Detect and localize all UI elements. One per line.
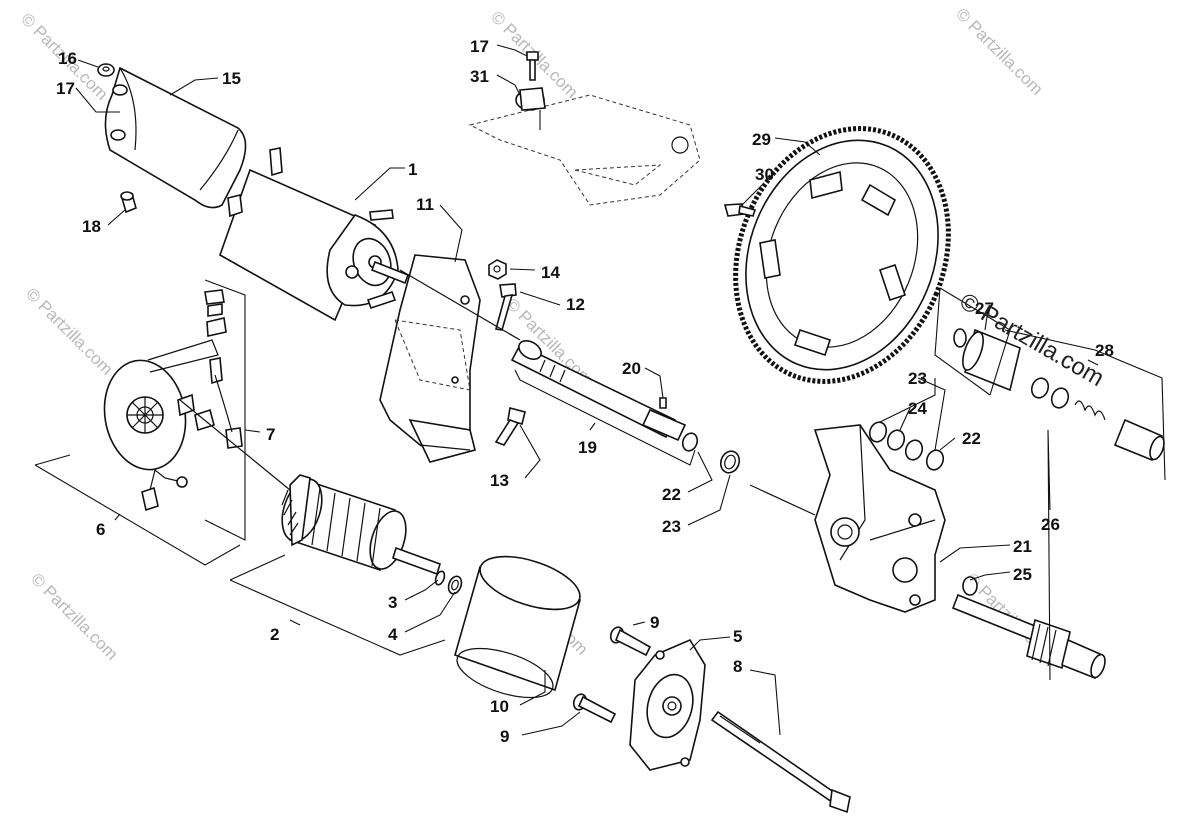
part-11-mount-bracket [379, 254, 481, 463]
callout-7: 7 [266, 425, 275, 444]
callout-28: 28 [1095, 341, 1114, 360]
part-9-screw-upper [609, 626, 652, 657]
callout-20: 20 [622, 359, 641, 378]
callout-25: 25 [1013, 565, 1032, 584]
watermark: © Partzilla.com [27, 569, 121, 663]
callout-4: 4 [388, 625, 398, 644]
callout-15: 15 [222, 69, 241, 88]
part-18-spacer [120, 191, 137, 214]
callout-27: 27 [975, 299, 994, 318]
callout-23-right: 23 [908, 369, 927, 388]
part-28-clutch-assembly [1030, 377, 1165, 462]
part-15-cover [104, 66, 247, 209]
part-8-through-bolt [710, 710, 851, 814]
callout-10: 10 [490, 697, 509, 716]
callout-12: 12 [566, 295, 585, 314]
callout-9-upper: 9 [650, 613, 659, 632]
part-23-ring-right-b [904, 439, 924, 461]
callout-6: 6 [96, 520, 105, 539]
callout-31: 31 [470, 67, 489, 86]
callout-11: 11 [416, 195, 434, 214]
part-27-pinion-gear [953, 328, 1021, 392]
part-17-screw-top [526, 51, 539, 81]
callout-30: 30 [755, 165, 774, 184]
callout-9-lower: 9 [500, 727, 509, 746]
watermark: © Partzilla.com [22, 284, 116, 378]
part-24-ring [886, 429, 906, 451]
callout-24: 24 [908, 399, 927, 418]
part-22-ring-right [925, 449, 945, 471]
callout-8: 8 [733, 657, 742, 676]
part-26-pinion-shaft [951, 593, 1106, 680]
leader-lines [34, 44, 1166, 736]
part-19-shaft [510, 340, 687, 442]
callout-19: 19 [578, 438, 597, 457]
mounting-plate [468, 94, 701, 206]
callout-5: 5 [733, 627, 742, 646]
part-30-screw [723, 203, 757, 217]
part-23-ring-left [719, 450, 741, 474]
part-29-ring-gear [733, 126, 951, 384]
part-7-brush-holder [103, 289, 243, 512]
part-2-armature [281, 474, 441, 576]
callout-16: 16 [58, 49, 77, 68]
callout-22-right: 22 [962, 429, 981, 448]
callout-17-top: 17 [470, 37, 489, 56]
part-31-clamp [515, 87, 546, 111]
callouts: 16 17 15 18 1 11 14 12 7 6 13 19 20 22 2… [56, 37, 1114, 746]
callout-2: 2 [270, 625, 279, 644]
callout-21: 21 [1013, 537, 1032, 556]
callout-18: 18 [82, 217, 101, 236]
watermark: © Partzilla.com [952, 4, 1046, 98]
part-3-washer [434, 570, 446, 586]
callout-23-lower: 23 [662, 517, 681, 536]
part-25-spring [962, 576, 978, 596]
part-21-drive-housing [813, 424, 946, 613]
part-20-pin [659, 397, 667, 409]
callout-29: 29 [752, 130, 771, 149]
part-10-yoke [454, 555, 581, 699]
part-16-nut [97, 63, 115, 77]
callout-17: 17 [56, 79, 75, 98]
part-13-bolt [494, 407, 526, 446]
callout-13: 13 [490, 471, 509, 490]
callout-14: 14 [541, 263, 560, 282]
part-14-nut [488, 259, 507, 280]
part-22-ring-left [681, 432, 699, 452]
callout-1: 1 [408, 160, 417, 179]
part-4-washer [447, 575, 463, 595]
part-1-motor-housing [219, 147, 410, 322]
part-5-end-cover [629, 638, 706, 771]
part-23-ring-right-a [868, 421, 888, 443]
part-9-screw-lower [572, 693, 617, 724]
callout-26: 26 [1041, 515, 1060, 534]
callout-22-lower: 22 [662, 485, 681, 504]
callout-3: 3 [388, 593, 397, 612]
